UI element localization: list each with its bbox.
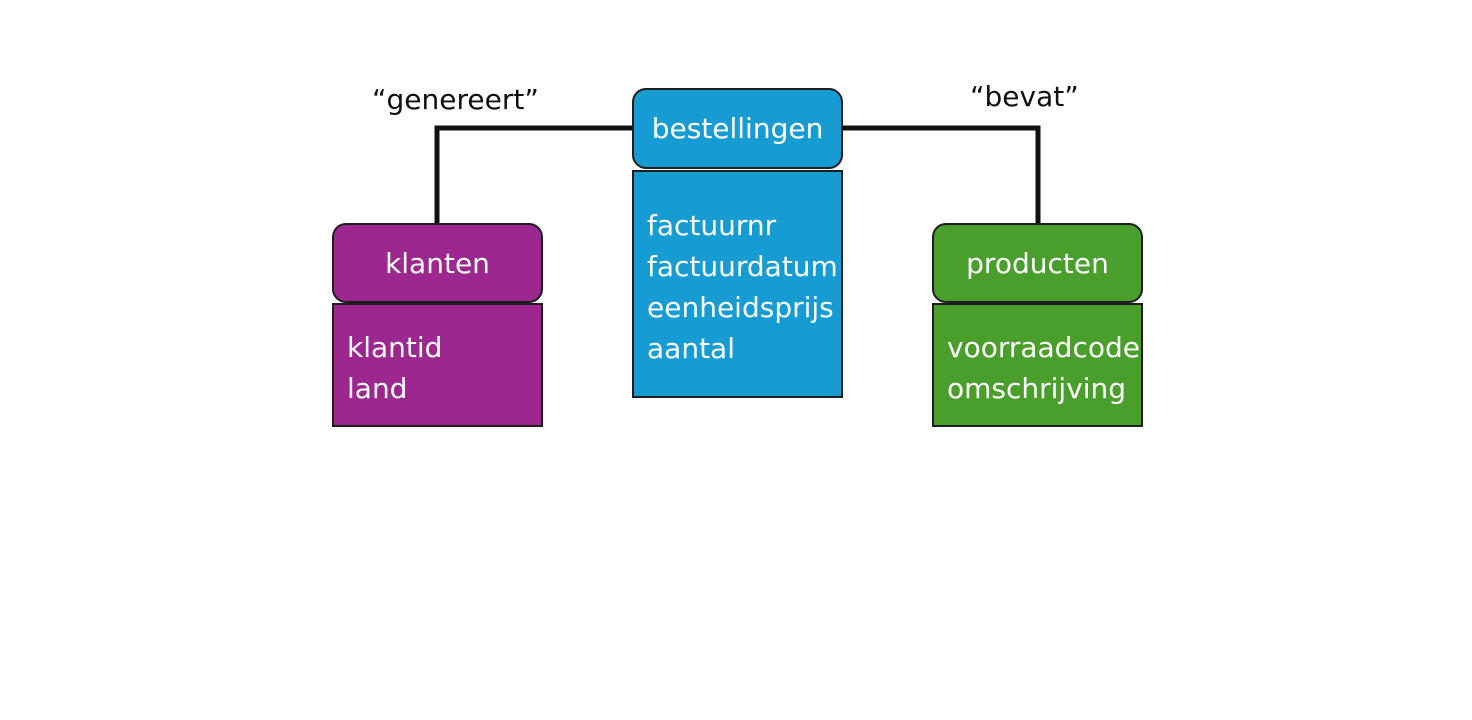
attribute-aantal: aantal: [647, 332, 735, 365]
entity-bestellingen-header: bestellingen: [632, 88, 843, 169]
attribute-eenheidsprijs: eenheidsprijs: [647, 291, 834, 324]
entity-klanten-attributes: klantid land: [332, 303, 543, 427]
attribute-factuurdatum: factuurdatum: [647, 250, 838, 283]
entity-bestellingen-attributes: factuurnr factuurdatum eenheidsprijs aan…: [632, 170, 843, 398]
bevat-line: [843, 125, 1041, 224]
attribute-omschrijving: omschrijving: [947, 372, 1127, 405]
entity-producten-header: producten: [932, 223, 1143, 303]
attribute-factuurnr: factuurnr: [647, 209, 777, 242]
entity-klanten-header: klanten: [332, 223, 543, 303]
entity-klanten-title: klanten: [385, 246, 490, 280]
attribute-land: land: [347, 372, 408, 405]
relationship-label-genereert: “genereert”: [372, 83, 539, 116]
entity-producten-attributes: voorraadcode omschrijving: [932, 303, 1143, 427]
attribute-klantid: klantid: [347, 331, 443, 364]
entity-bestellingen-title: bestellingen: [651, 112, 824, 145]
relationship-label-bevat: “bevat”: [970, 80, 1079, 113]
entity-producten-title: producten: [966, 246, 1109, 280]
attribute-voorraadcode: voorraadcode: [947, 331, 1140, 364]
genereert-line: [434, 125, 633, 224]
